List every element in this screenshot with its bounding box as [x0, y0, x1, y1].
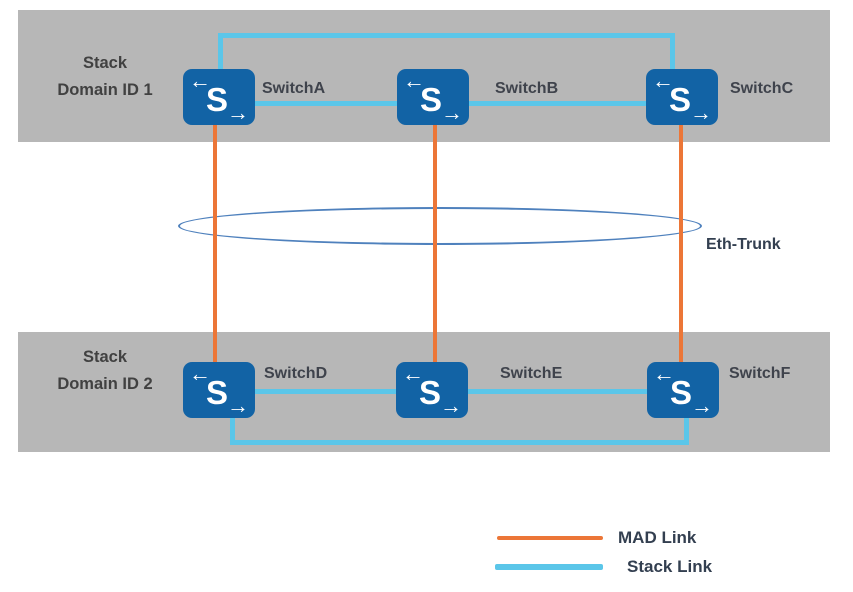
switch-e-icon: ← S → [396, 362, 468, 418]
switch-s-glyph: S [419, 80, 442, 118]
switch-s-glyph: S [205, 80, 228, 118]
stack-domain-1-label: Stack Domain ID 1 [22, 50, 188, 104]
mad-link-c-f [679, 120, 683, 368]
arrow-right-icon: → [441, 100, 463, 125]
stack-domain-1-label-line1: Stack [82, 54, 128, 72]
switch-d-label: SwitchD [264, 365, 328, 382]
switch-d-icon: ← S → [183, 362, 255, 418]
arrow-left-icon: ← [653, 361, 675, 386]
switch-s-glyph: S [668, 80, 691, 118]
stack-link-top-loop [218, 33, 675, 71]
arrow-right-icon: → [691, 393, 713, 418]
legend-stack-link-label: Stack Link [627, 557, 713, 576]
arrow-left-icon: ← [189, 68, 211, 93]
switch-c-label: SwitchC [730, 80, 794, 97]
stack-domain-2-label: Stack Domain ID 2 [22, 344, 188, 398]
switch-a-label: SwitchA [262, 80, 326, 97]
switch-f-icon: ← S → [647, 362, 719, 418]
arrow-left-icon: ← [403, 68, 425, 93]
switch-f-label: SwitchF [729, 365, 791, 382]
arrow-left-icon: ← [402, 361, 424, 386]
legend-stack-link-swatch [495, 564, 603, 570]
mad-link-a-d [213, 120, 217, 368]
stack-domain-2-label-line2: Domain ID 2 [57, 375, 153, 393]
switch-s-glyph: S [205, 373, 228, 411]
arrow-left-icon: ← [652, 68, 674, 93]
stack-domain-1-label-line2: Domain ID 1 [57, 81, 153, 99]
switch-s-glyph: S [669, 373, 692, 411]
stack-link-bottom-loop [230, 415, 689, 445]
switch-s-glyph: S [418, 373, 441, 411]
switch-b-icon: ← S → [397, 69, 469, 125]
eth-trunk-ellipse [178, 207, 702, 245]
switch-a-icon: ← S → [183, 69, 255, 125]
arrow-right-icon: → [227, 100, 249, 125]
mad-link-b-e [433, 120, 437, 368]
legend-mad-link-swatch [497, 536, 603, 540]
eth-trunk-label: Eth-Trunk [706, 236, 781, 253]
switch-c-icon: ← S → [646, 69, 718, 125]
arrow-right-icon: → [227, 393, 249, 418]
arrow-right-icon: → [690, 100, 712, 125]
arrow-right-icon: → [440, 393, 462, 418]
switch-b-label: SwitchB [495, 80, 559, 97]
legend-mad-link-label: MAD Link [618, 528, 697, 547]
stack-domain-2-label-line1: Stack [82, 348, 128, 366]
switch-e-label: SwitchE [500, 365, 563, 382]
arrow-left-icon: ← [189, 361, 211, 386]
